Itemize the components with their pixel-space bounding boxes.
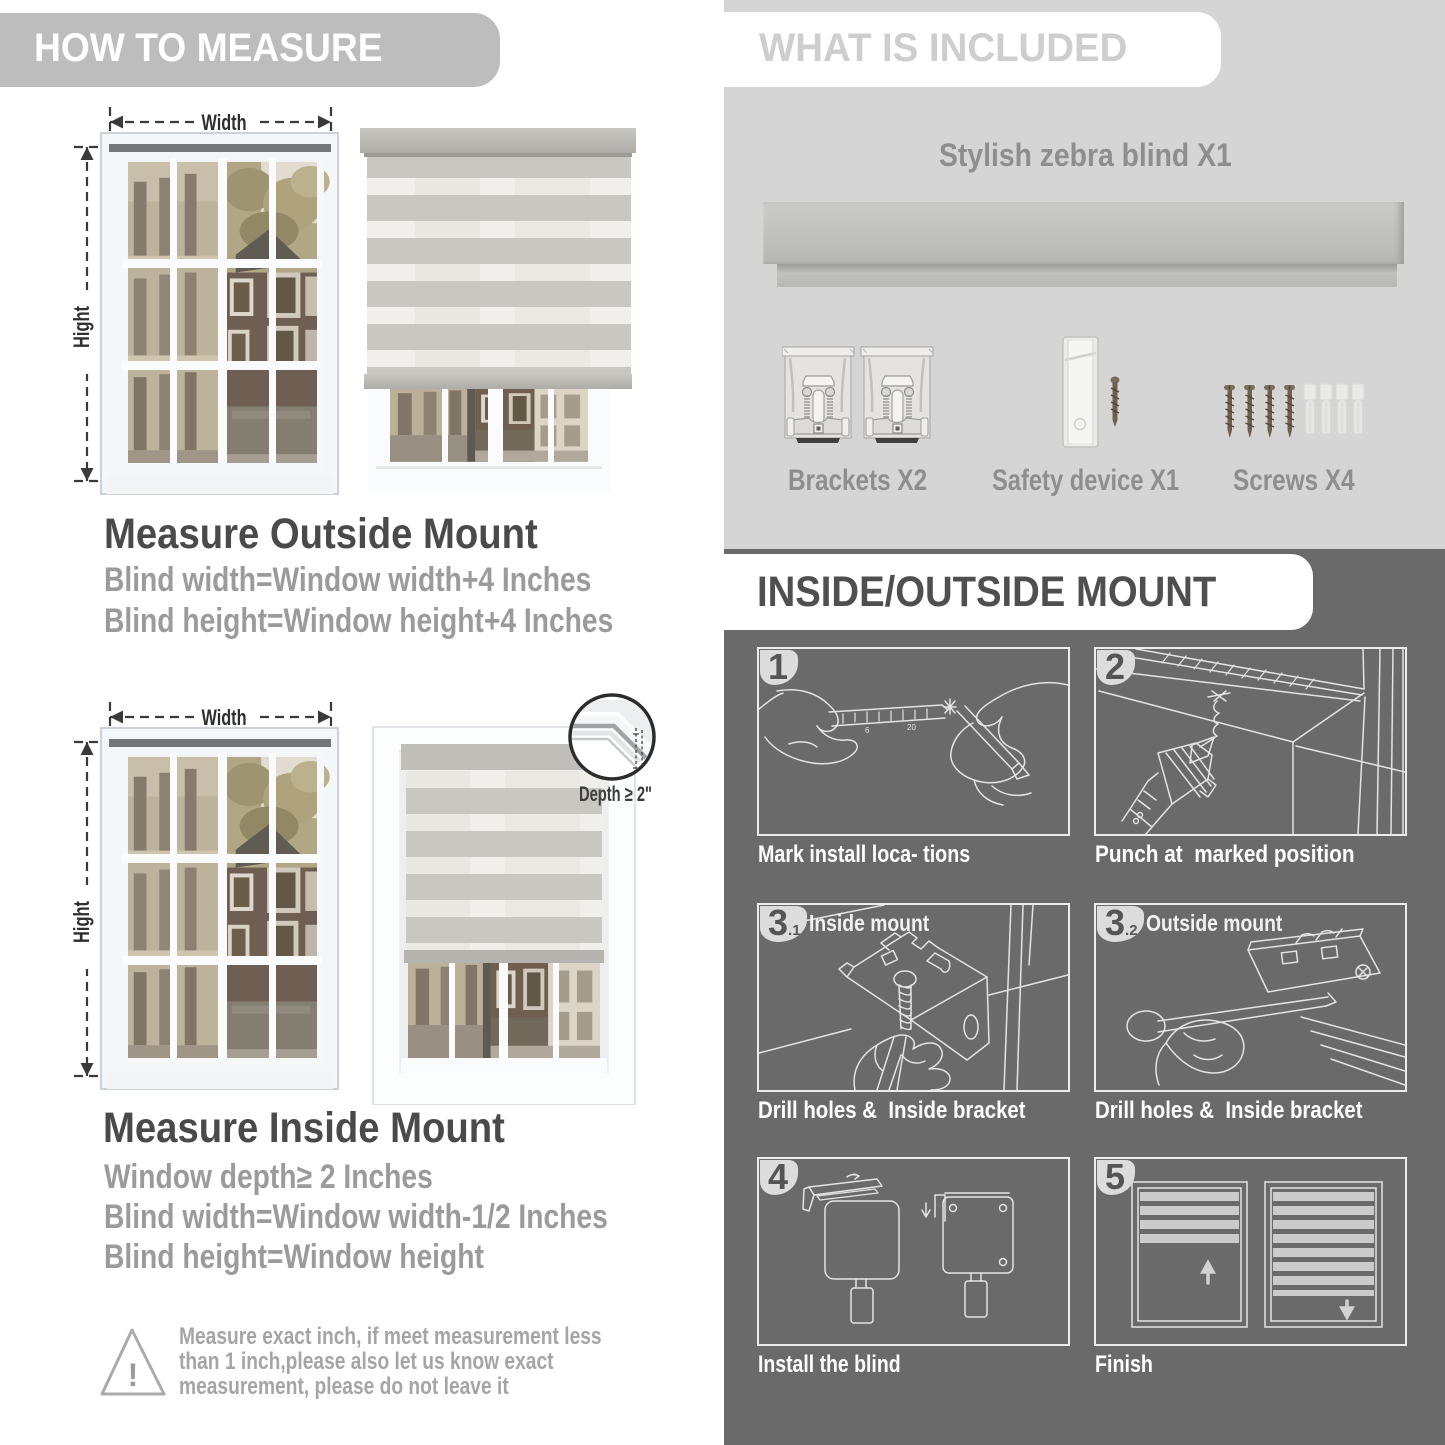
- svg-text:Hight: Hight: [70, 900, 94, 943]
- svg-text:20: 20: [907, 723, 916, 732]
- svg-text:Width: Width: [202, 705, 247, 730]
- svg-text:Width: Width: [202, 110, 247, 135]
- svg-text:Hight: Hight: [70, 305, 94, 348]
- svg-text:6: 6: [865, 726, 870, 735]
- svg-text:!: !: [128, 1357, 139, 1393]
